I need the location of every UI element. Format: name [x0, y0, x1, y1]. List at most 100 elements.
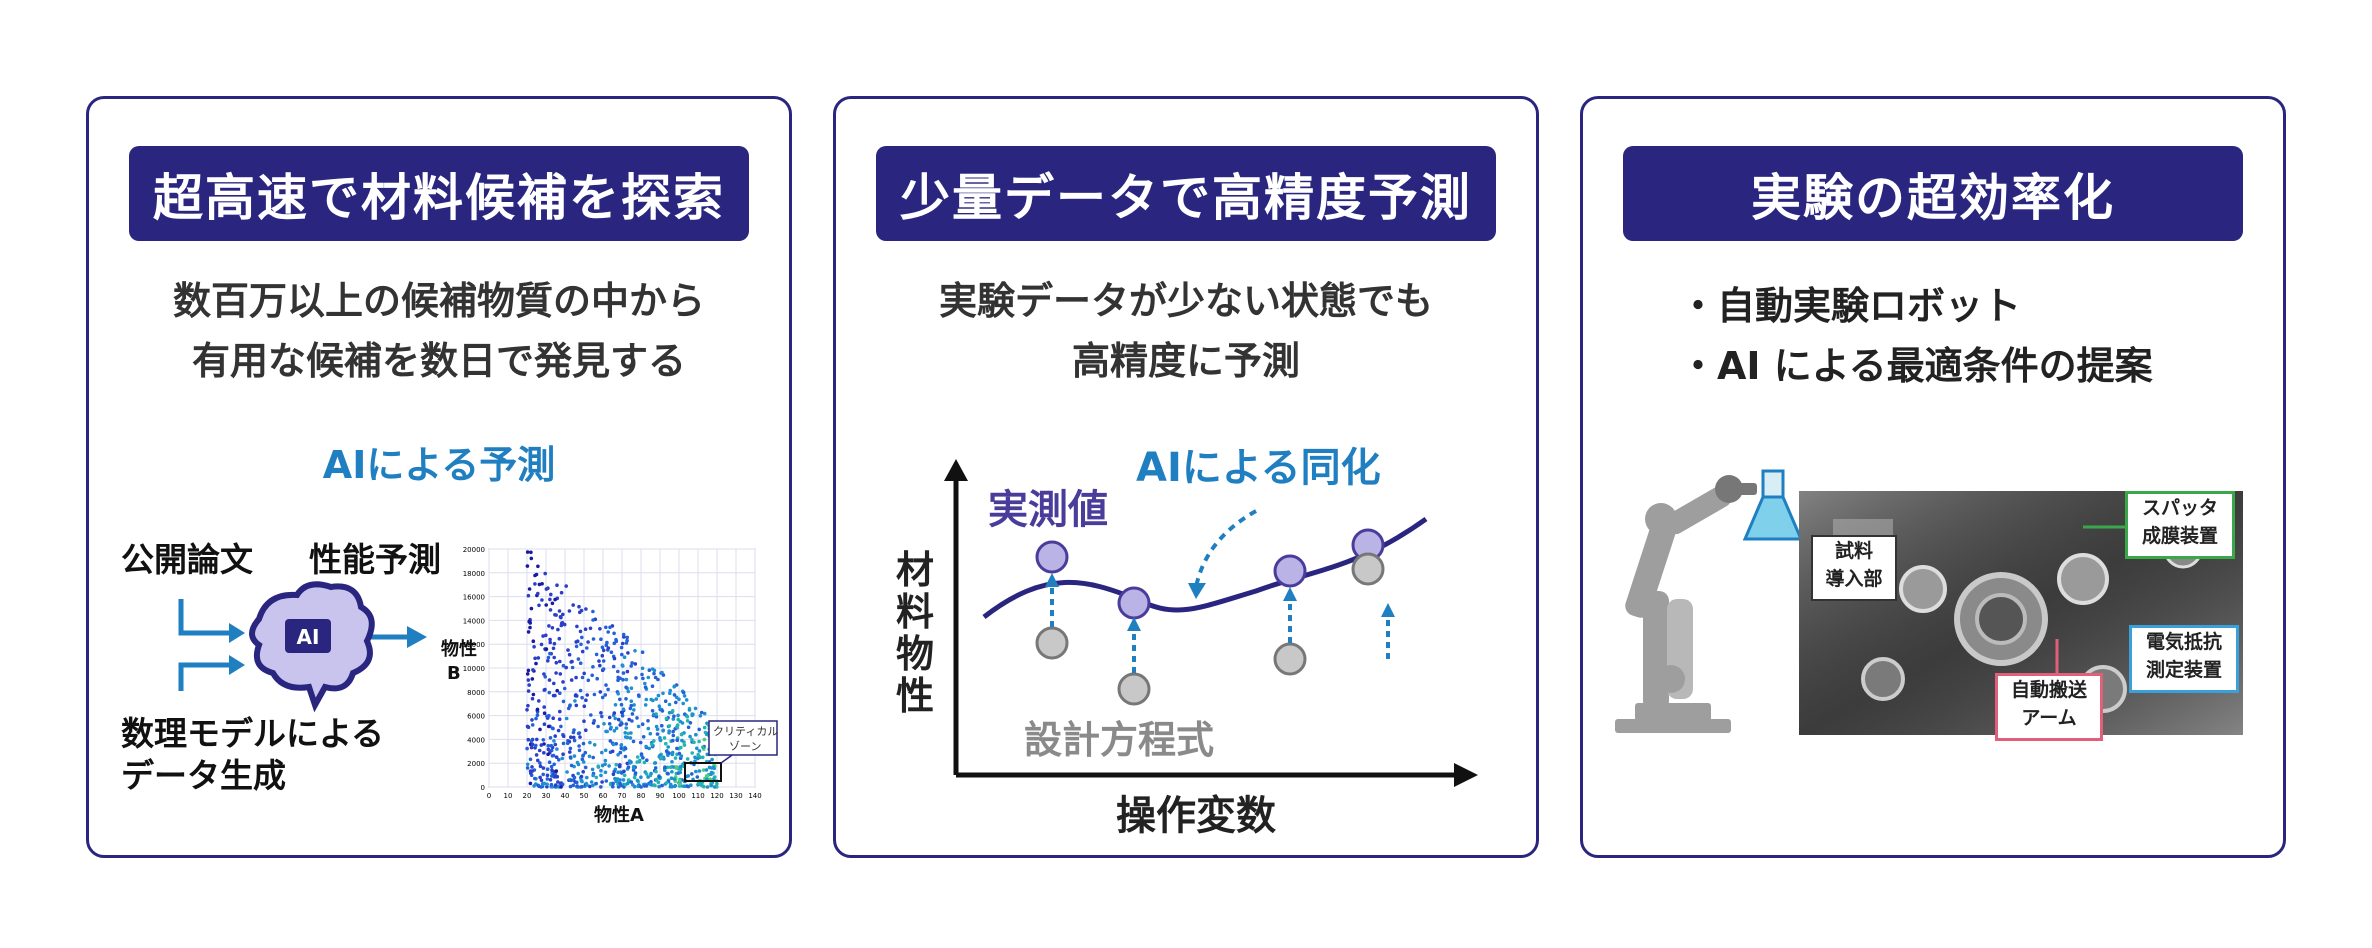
scatter-point	[669, 776, 674, 780]
scatter-point	[556, 780, 560, 784]
scatter-point	[539, 642, 544, 647]
scatter-point	[555, 583, 559, 587]
scatter-point	[529, 606, 534, 611]
scatter-point	[629, 699, 634, 703]
scatter-point	[553, 734, 557, 738]
scatter-point	[561, 663, 566, 668]
scatter-point	[638, 740, 643, 745]
scatter-point	[639, 785, 643, 789]
scatter-point	[675, 738, 679, 742]
scatter-point	[559, 621, 564, 625]
scatter-point	[643, 685, 648, 689]
scatter-point	[545, 782, 549, 787]
scatter-point	[525, 724, 530, 729]
scatter-point	[599, 637, 603, 641]
scatter-point	[597, 659, 601, 663]
scatter-point	[640, 650, 645, 654]
scatter-point	[606, 646, 611, 650]
scatter-point	[600, 750, 604, 755]
scatter-point	[584, 781, 589, 786]
scatter-point	[585, 693, 589, 697]
scatter-point	[530, 718, 534, 722]
scatter-point	[607, 715, 612, 720]
design-equation-label: 設計方程式	[1024, 718, 1215, 762]
model-data-label-line1: 数理モデルによる	[121, 714, 385, 753]
scatter-point	[560, 756, 565, 761]
scatter-xtick-label: 70	[618, 792, 627, 800]
scatter-point	[584, 728, 588, 732]
scatter-point	[581, 770, 585, 774]
scatter-point	[693, 706, 698, 711]
scatter-point	[619, 743, 624, 747]
scatter-xtick-label: 20	[523, 792, 532, 800]
scatter-point	[538, 727, 542, 732]
scatter-point	[574, 644, 579, 649]
scatter-point	[666, 745, 670, 749]
scatter-point	[599, 785, 603, 789]
scatter-point	[705, 752, 710, 757]
scatter-point	[582, 671, 586, 676]
scatter-point	[612, 656, 617, 661]
panel-material-search: 超高速で材料候補を探索 数百万以上の候補物質の中から 有用な候補を数日で発見する…	[86, 96, 792, 858]
scatter-point	[670, 784, 674, 789]
scatter-point	[538, 761, 542, 765]
scatter-point	[649, 742, 654, 746]
scatter-point	[626, 765, 631, 769]
scatter-point	[572, 754, 577, 758]
scatter-points	[525, 550, 719, 789]
scatter-point	[589, 780, 594, 784]
scatter-point	[655, 727, 660, 732]
scatter-point	[656, 677, 660, 682]
scatter-point	[665, 771, 670, 776]
scatter-point	[660, 723, 664, 728]
scatter-point	[569, 660, 573, 664]
scatter-point	[610, 749, 615, 754]
scatter-point	[580, 784, 584, 789]
scatter-point	[620, 641, 625, 646]
scatter-point	[613, 703, 618, 707]
scatter-point	[678, 770, 682, 775]
scatter-point	[685, 719, 690, 723]
scatter-point	[546, 752, 550, 757]
scatter-point	[690, 751, 694, 755]
scatter-point	[531, 668, 535, 672]
scatter-point	[556, 627, 560, 632]
scatter-yticks: 0200040006000800010000120001400016000180…	[463, 546, 485, 792]
scatter-point	[645, 758, 649, 762]
scatter-point	[561, 741, 566, 746]
scatter-point	[638, 758, 642, 763]
scatter-point	[701, 784, 705, 789]
scatter-point	[628, 706, 633, 711]
scatter-point	[575, 784, 579, 788]
scatter-point	[629, 664, 633, 668]
scatter-point	[696, 781, 701, 785]
scatter-xtick-label: 140	[748, 792, 761, 800]
scatter-point	[583, 627, 588, 631]
scatter-point	[549, 764, 554, 769]
scatter-point	[525, 708, 529, 712]
scatter-point	[606, 687, 610, 692]
scatter-point	[545, 777, 550, 781]
scatter-point	[618, 763, 622, 767]
scatter-point	[542, 781, 546, 786]
scatter-point	[676, 713, 680, 718]
scatter-point	[601, 667, 606, 671]
scatter-point	[545, 773, 550, 778]
scatter-point	[604, 683, 608, 687]
scatter-point	[572, 728, 576, 732]
scatter-point	[697, 739, 701, 744]
scatter-point	[635, 716, 639, 720]
scatter-ytick-label: 20000	[463, 546, 485, 554]
scatter-point	[663, 768, 667, 773]
scatter-point	[602, 722, 606, 726]
scatter-point	[619, 645, 624, 650]
assimilation-arrow	[1194, 509, 1257, 588]
scatter-point	[674, 700, 678, 705]
performance-prediction-label: 性能予測	[309, 540, 441, 579]
scatter-point	[580, 649, 585, 654]
scatter-point	[560, 782, 565, 787]
scatter-xlabel: 物性A	[594, 805, 644, 826]
scatter-point	[530, 765, 534, 769]
scatter-xtick-label: 60	[599, 792, 608, 800]
